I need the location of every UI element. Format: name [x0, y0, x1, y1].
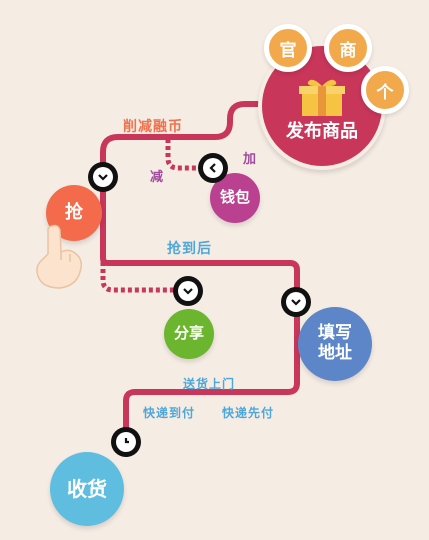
publish-label: 发布商品 — [286, 120, 358, 142]
grab-marker — [88, 162, 118, 192]
wallet-label: 钱包 — [219, 188, 250, 207]
label-reduce-coin: 削减融币 — [123, 119, 183, 135]
grab-label: 抢 — [65, 201, 83, 223]
chevron-down-icon — [183, 288, 193, 295]
address-marker — [281, 287, 311, 317]
share-node[interactable]: 分享 — [164, 309, 214, 359]
address-label-line1: 填写 — [318, 323, 352, 344]
chevron-down-icon — [98, 174, 108, 181]
label-minus: 减 — [150, 170, 165, 185]
address-label-line2: 地址 — [318, 343, 352, 363]
chevron-left-icon — [209, 163, 216, 173]
pointing-hand-icon — [36, 224, 83, 289]
publish-node[interactable]: 发布商品 — [258, 42, 386, 170]
wallet-node[interactable]: 钱包 — [210, 173, 260, 223]
receive-node[interactable]: 收货 — [50, 452, 124, 526]
label-plus: 加 — [243, 152, 258, 167]
clock-icon — [124, 438, 129, 444]
label-cod: 快递到付 — [143, 406, 196, 420]
chevron-down-icon — [291, 299, 301, 306]
badge-merchant: 商 — [324, 24, 372, 72]
badge-official: 官 — [264, 24, 312, 72]
share-label: 分享 — [173, 324, 204, 343]
address-node[interactable]: 填写 地址 — [298, 307, 372, 381]
label-door-delivery: 送货上门 — [183, 377, 236, 391]
label-after-grab: 抢到后 — [167, 241, 212, 257]
wallet-marker — [198, 153, 228, 183]
receive-marker — [111, 427, 141, 457]
gift-icon — [299, 79, 345, 116]
receive-label: 收货 — [67, 476, 107, 501]
badge-personal: 个 — [361, 66, 409, 114]
share-marker — [173, 276, 203, 306]
wallet-branch — [165, 139, 210, 171]
track-path — [100, 101, 300, 443]
label-prepaid: 快递先付 — [222, 406, 275, 420]
